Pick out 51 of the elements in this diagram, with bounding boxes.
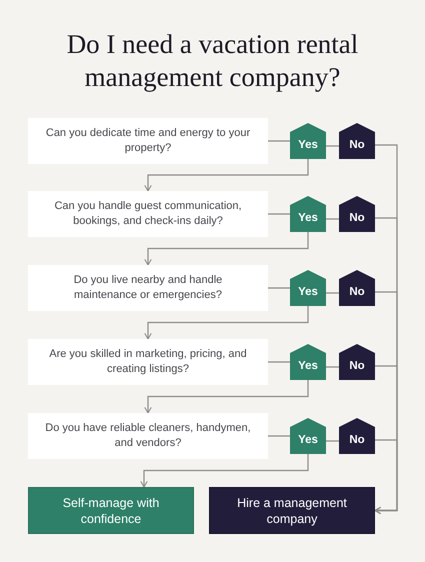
answer-label: No — [349, 360, 365, 372]
question-text: Do you have reliable cleaners, handymen, and vendors? — [44, 421, 252, 451]
question-text: Can you dedicate time and energy to your property? — [44, 126, 252, 156]
arrow — [144, 306, 309, 340]
answer-pentagon — [290, 344, 326, 380]
answer-label: Yes — [298, 434, 318, 446]
arrow — [140, 454, 309, 488]
connector-line — [326, 440, 339, 442]
outcome-box — [28, 487, 194, 534]
connector-line — [268, 213, 290, 215]
answer-label: Yes — [298, 212, 318, 224]
arrow — [144, 380, 309, 414]
question-text: Are you skilled in marketing, pricing, and creating listings? — [48, 347, 248, 377]
connector-line — [268, 435, 290, 437]
answer-pentagon — [339, 344, 375, 380]
answer-label: Yes — [298, 139, 318, 151]
connector-line — [326, 145, 339, 147]
question-text: Do you live nearby and handle maintenance or emergencies? — [72, 273, 224, 303]
answer-pentagon — [290, 196, 326, 232]
answer-pentagon — [290, 418, 326, 454]
answer-label: No — [349, 139, 365, 151]
answer-pentagon — [339, 196, 375, 232]
answer-label: Yes — [298, 286, 318, 298]
answer-label: No — [349, 286, 365, 298]
answer-pentagon — [339, 123, 375, 159]
diagram-title: Do I need a vacation rental management company? — [66, 28, 360, 94]
answer-label: No — [349, 212, 365, 224]
connector-line — [326, 292, 339, 294]
answer-pentagon — [290, 123, 326, 159]
question-box — [28, 265, 268, 311]
answer-label: No — [349, 434, 365, 446]
connector-line — [268, 287, 290, 289]
answer-label: Yes — [298, 360, 318, 372]
answer-pentagon — [339, 418, 375, 454]
arrow — [144, 232, 309, 266]
arrow — [144, 159, 309, 192]
question-box — [28, 339, 268, 385]
answer-pentagon — [339, 270, 375, 306]
outcome-text: Self-manage with confidence — [62, 494, 160, 526]
connector-line — [326, 218, 339, 220]
arrow — [374, 439, 398, 514]
question-box — [28, 413, 268, 459]
answer-pentagon — [290, 270, 326, 306]
outcome-text: Hire a management company — [236, 494, 348, 526]
question-text: Can you handle guest communication, bookings, and check-ins daily? — [53, 199, 243, 229]
question-box — [28, 118, 268, 164]
outcome-box — [209, 487, 375, 534]
connector-line — [268, 361, 290, 363]
connector-line — [268, 140, 290, 142]
connector-line — [326, 366, 339, 368]
question-box — [28, 191, 268, 237]
